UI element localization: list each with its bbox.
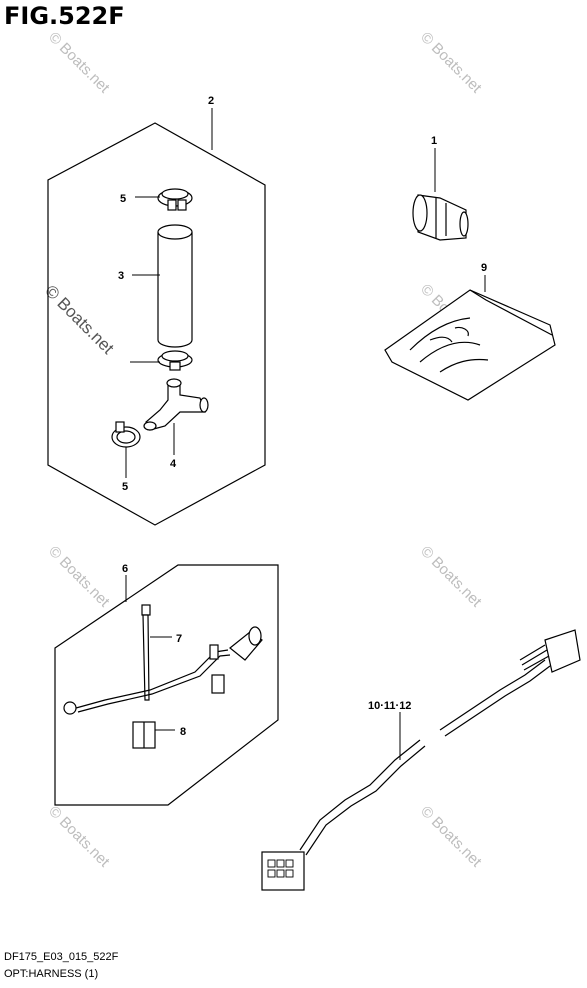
callout-6: 6: [122, 563, 128, 575]
extension-harness-icon: [261, 629, 581, 891]
watermark-text: © Boats.net: [417, 29, 485, 97]
callout-5: 5: [120, 193, 126, 205]
callout-5: 5: [122, 481, 128, 493]
plug-icon: [412, 194, 469, 241]
callout-10-11-12: 10·11·12: [368, 700, 411, 712]
clamp-icon: [111, 421, 141, 448]
watermark-text: © Boats.net: [45, 29, 113, 97]
connector-icon: [132, 721, 156, 749]
callout-2: 2: [208, 95, 214, 107]
cable-tie-icon: [141, 604, 151, 701]
watermark-text: © Boats.net: [45, 543, 113, 611]
callout-8: 8: [180, 726, 186, 738]
watermark-text: © Boats.net: [45, 803, 113, 871]
leader-lines: [125, 108, 486, 760]
tee-fitting-icon: [143, 378, 209, 431]
clamp-icon: [157, 188, 193, 211]
clamp-icon: [157, 350, 193, 371]
callout-1: 1: [431, 135, 437, 147]
diagram-name: OPT:HARNESS (1): [4, 968, 99, 980]
callout-4: 4: [170, 458, 177, 470]
watermark-text: © Boats.net: [41, 281, 118, 358]
callout-9: 9: [481, 262, 487, 274]
kit-6-outline: [54, 564, 279, 806]
diagram-code: DF175_E03_015_522F: [4, 951, 119, 963]
figure-title: FIG.522F: [4, 2, 125, 30]
ground-wire-icon: [63, 626, 263, 715]
callout-3: 3: [118, 270, 124, 282]
hose-icon: [157, 224, 193, 348]
bag-icon: [384, 289, 556, 401]
watermark-text: © Boats.net: [417, 803, 485, 871]
watermarks: © Boats.net © Boats.net © Boats.net © Bo…: [41, 29, 485, 871]
callout-7: 7: [176, 633, 182, 645]
kit-2-outline: [47, 122, 266, 526]
watermark-text: © Boats.net: [417, 543, 485, 611]
